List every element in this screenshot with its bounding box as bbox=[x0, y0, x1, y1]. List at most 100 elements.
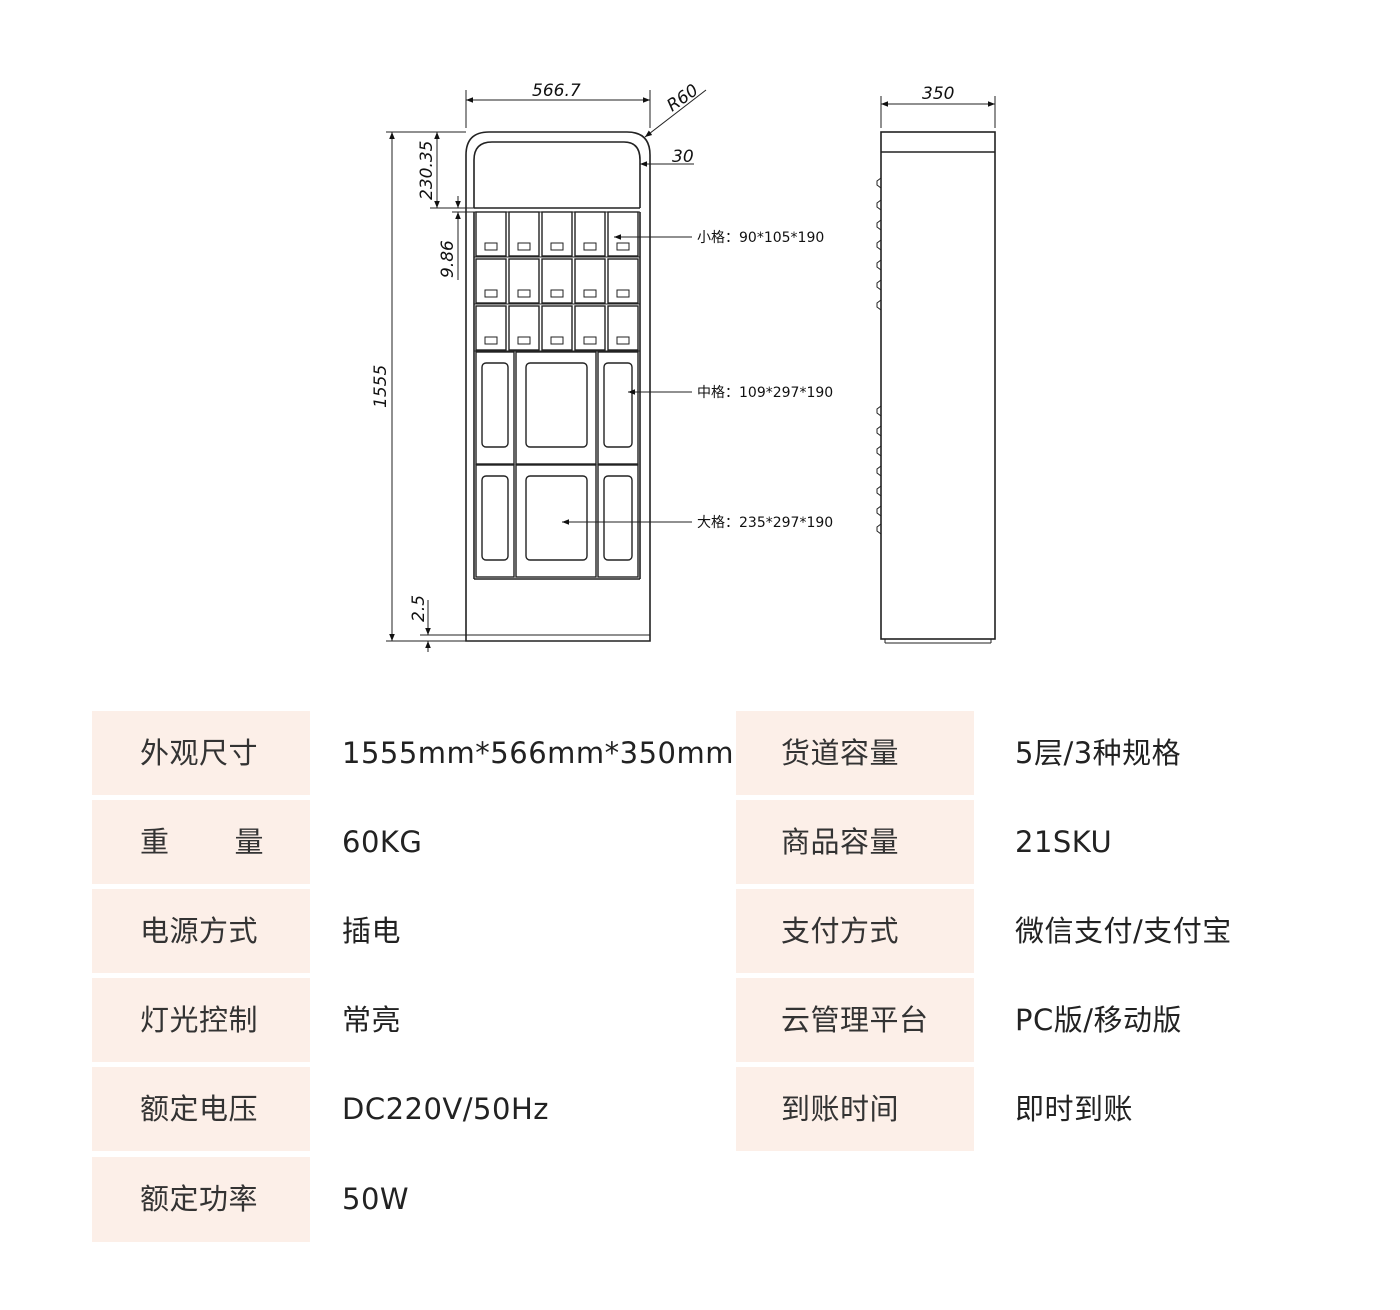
compartment-handle bbox=[583, 336, 597, 345]
spec-value-settlement: 即时到账 bbox=[1015, 1091, 1134, 1126]
side-compartment bbox=[475, 464, 515, 578]
compartment-handle bbox=[517, 242, 531, 251]
note-medium: 中格：109*297*190 bbox=[697, 385, 833, 401]
shelf-tab bbox=[876, 505, 882, 517]
spec-label-voltage: 额定电压 bbox=[92, 1067, 310, 1151]
shelf-tab bbox=[876, 259, 882, 271]
front-dimensions bbox=[386, 89, 707, 652]
spec-label-size: 外观尺寸 bbox=[92, 711, 310, 795]
small-compartment bbox=[607, 211, 639, 257]
compartment-handle bbox=[484, 336, 498, 345]
large-compartment bbox=[515, 464, 597, 578]
side-view bbox=[880, 131, 996, 644]
compartment-window bbox=[525, 362, 588, 448]
small-compartment-grid bbox=[474, 211, 640, 352]
spec-value-lighting: 常亮 bbox=[342, 1002, 402, 1037]
small-compartment bbox=[607, 258, 639, 304]
header-panel bbox=[473, 141, 641, 208]
large-compartment-grid bbox=[475, 351, 639, 578]
compartment-handle bbox=[517, 336, 531, 345]
note-large: 大格：235*297*190 bbox=[697, 515, 833, 531]
note-small: 小格：90*105*190 bbox=[697, 230, 824, 246]
spec-value-power-source: 插电 bbox=[342, 913, 402, 948]
compartment-handle bbox=[583, 289, 597, 298]
spec-value-payment: 微信支付/支付宝 bbox=[1015, 913, 1232, 948]
shelf-tab bbox=[876, 465, 882, 477]
compartment-handle bbox=[484, 289, 498, 298]
spec-value-cloud-platform: PC版/移动版 bbox=[1015, 1002, 1183, 1037]
spec-label-power-source: 电源方式 bbox=[92, 889, 310, 973]
small-compartment bbox=[607, 305, 639, 351]
shelf-tab bbox=[876, 239, 882, 251]
small-compartment bbox=[574, 211, 606, 257]
compartment-handle bbox=[517, 289, 531, 298]
dim-width: 566.7 bbox=[532, 81, 581, 101]
shelf-tab bbox=[876, 485, 882, 497]
technical-drawing: 566.7 R60 30 1555 230.35 9.86 2.5 小格：90*… bbox=[371, 81, 996, 652]
spec-label-weight: 重量 bbox=[92, 800, 310, 884]
small-compartment bbox=[574, 305, 606, 351]
compartment-handle bbox=[550, 336, 564, 345]
spec-value-channel-capacity: 5层/3种规格 bbox=[1015, 735, 1182, 770]
compartment-window bbox=[525, 475, 588, 561]
spec-label-settlement: 到账时间 bbox=[736, 1067, 974, 1151]
spec-value-power: 50W bbox=[342, 1182, 410, 1216]
compartment-window bbox=[481, 362, 509, 448]
shelf-tab bbox=[876, 177, 882, 189]
shelf-tab bbox=[876, 199, 882, 211]
side-outline bbox=[880, 131, 996, 640]
small-compartment bbox=[475, 211, 507, 257]
spec-label-payment: 支付方式 bbox=[736, 889, 974, 973]
shelf-tab bbox=[876, 219, 882, 231]
large-compartment bbox=[515, 351, 597, 465]
front-view bbox=[465, 131, 651, 642]
side-compartment bbox=[475, 351, 515, 465]
small-compartment bbox=[508, 211, 540, 257]
side-compartment bbox=[597, 351, 639, 465]
spec-label-product-capacity: 商品容量 bbox=[736, 800, 974, 884]
cabinet-outline bbox=[465, 131, 651, 642]
side-compartment bbox=[597, 464, 639, 578]
dim-depth: 350 bbox=[922, 84, 954, 104]
shelf-tab bbox=[876, 445, 882, 457]
weight-label-char-1: 重 bbox=[140, 824, 170, 859]
small-compartment bbox=[508, 258, 540, 304]
small-compartment bbox=[541, 305, 573, 351]
shelf-tab bbox=[876, 405, 882, 417]
small-compartment bbox=[541, 211, 573, 257]
compartment-handle bbox=[616, 336, 630, 345]
dim-base: 2.5 bbox=[409, 595, 429, 622]
compartment-handle bbox=[583, 242, 597, 251]
compartment-handle bbox=[616, 289, 630, 298]
spec-value-size: 1555mm*566mm*350mm bbox=[342, 735, 735, 770]
spec-value-voltage: DC220V/50Hz bbox=[342, 1091, 549, 1126]
dim-top-height: 230.35 bbox=[417, 141, 437, 200]
side-dimensions bbox=[880, 96, 996, 128]
spec-label-cloud-platform: 云管理平台 bbox=[736, 978, 974, 1062]
dim-shelf-gap: 9.86 bbox=[438, 240, 458, 278]
small-compartment bbox=[574, 258, 606, 304]
shelf-tab bbox=[876, 299, 882, 311]
spec-label-power: 额定功率 bbox=[92, 1157, 310, 1242]
small-compartment bbox=[475, 305, 507, 351]
side-shelf-tabs bbox=[876, 177, 882, 535]
compartment-window bbox=[481, 475, 509, 561]
compartment-handle bbox=[550, 289, 564, 298]
shelf-tab bbox=[876, 523, 882, 535]
shelf-tab bbox=[876, 279, 882, 291]
compartment-handle bbox=[484, 242, 498, 251]
spec-value-product-capacity: 21SKU bbox=[1015, 824, 1113, 859]
weight-label-char-2: 量 bbox=[234, 824, 264, 859]
small-compartment bbox=[541, 258, 573, 304]
spec-value-weight: 60KG bbox=[342, 824, 423, 859]
dim-frame: 30 bbox=[672, 147, 694, 167]
compartment-handle bbox=[550, 242, 564, 251]
dim-total-height: 1555 bbox=[371, 365, 391, 408]
compartment-window bbox=[603, 475, 633, 561]
spec-label-channel-capacity: 货道容量 bbox=[736, 711, 974, 795]
shelf-tab bbox=[876, 425, 882, 437]
small-compartment bbox=[508, 305, 540, 351]
spec-label-lighting: 灯光控制 bbox=[92, 978, 310, 1062]
small-compartment bbox=[475, 258, 507, 304]
